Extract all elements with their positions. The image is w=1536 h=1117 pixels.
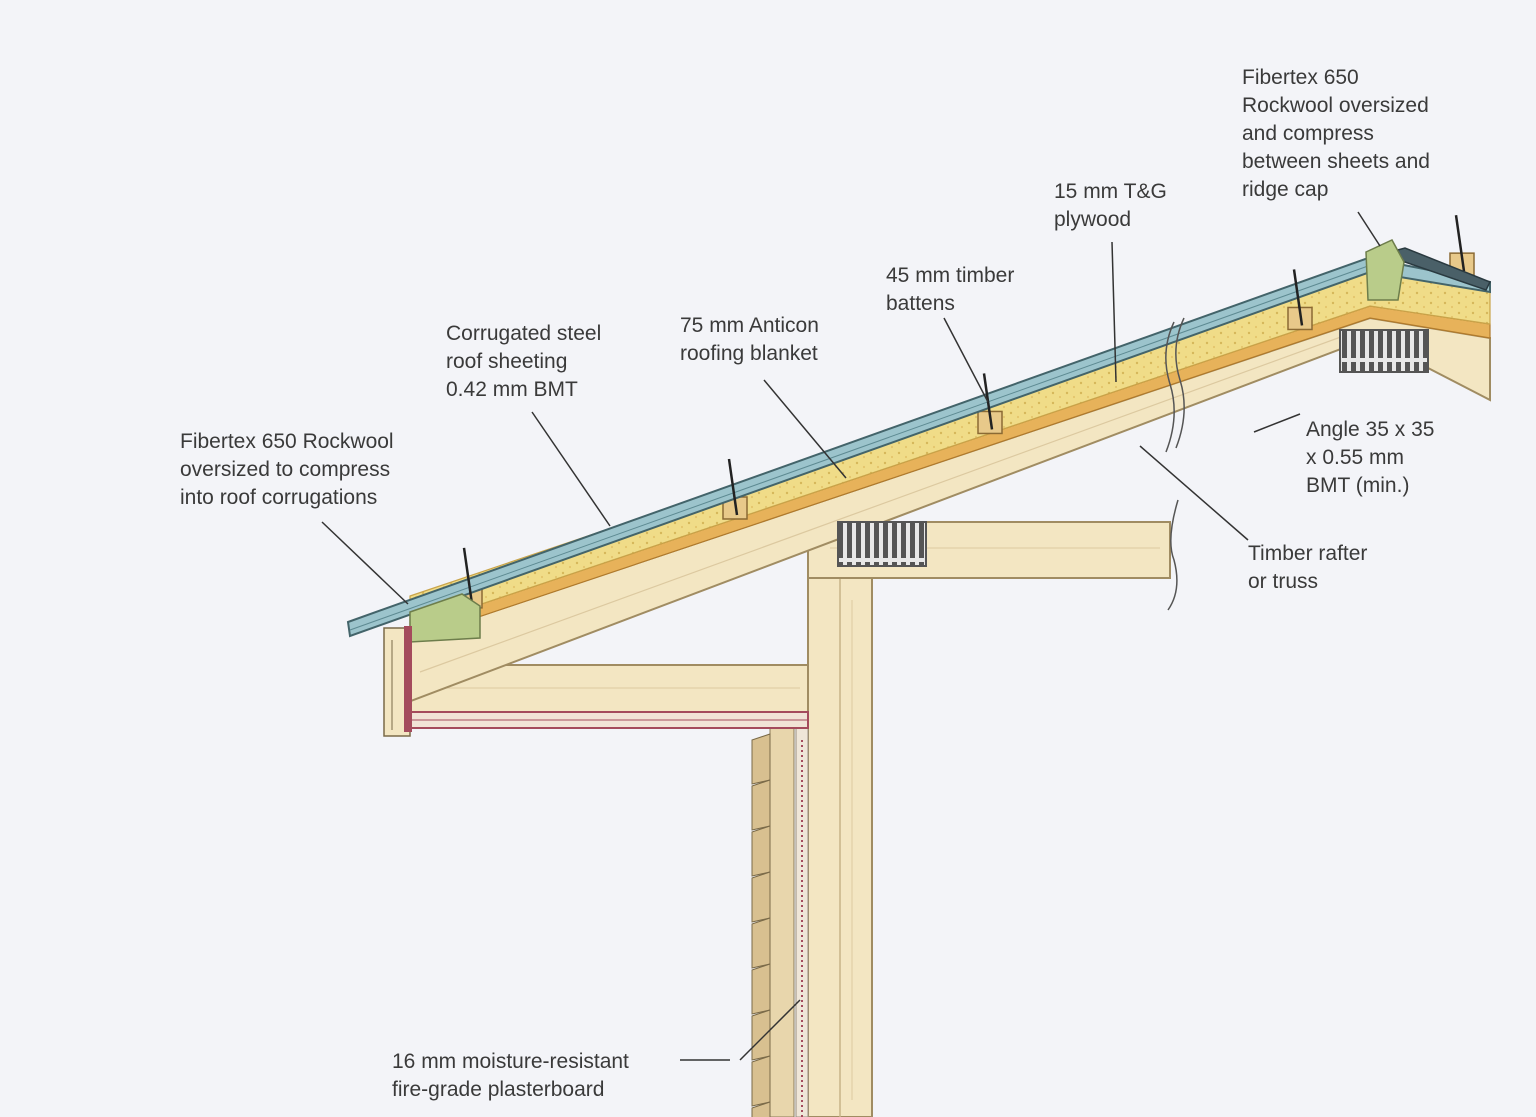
- roof-screw: [462, 547, 474, 605]
- weatherboard: [751, 871, 771, 923]
- label-line: BMT (min.): [1306, 474, 1410, 497]
- label-line: 16 mm moisture-resistant: [392, 1050, 629, 1073]
- label-line: Timber rafter: [1248, 542, 1368, 565]
- label-line: battens: [886, 292, 955, 315]
- label-line: and compress: [1242, 122, 1374, 145]
- label-line: Corrugated steel: [446, 322, 602, 345]
- label-ridge-rockwool: Fibertex 650 Rockwool oversized and comp…: [1242, 64, 1430, 204]
- label-line: Fibertex 650: [1242, 66, 1359, 89]
- label-line: 15 mm T&G: [1054, 180, 1167, 203]
- weatherboard-cladding: [751, 733, 771, 1117]
- weatherboard: [751, 779, 771, 831]
- soffit-lining: [407, 711, 809, 729]
- eave-vent: [837, 521, 927, 567]
- roof-screw: [1454, 214, 1466, 272]
- weatherboard: [751, 1055, 771, 1107]
- label-eave-rockwool: Fibertex 650 Rockwool oversized to compr…: [180, 428, 394, 512]
- label-line: into roof corrugations: [180, 486, 378, 509]
- label-roof-sheeting: Corrugated steel roof sheeting 0.42 mm B…: [446, 320, 601, 404]
- break-lines: [1165, 317, 1185, 611]
- leader-lines: [321, 211, 1381, 1061]
- label-plywood: 15 mm T&G plywood: [1054, 178, 1167, 234]
- label-line: between sheets and: [1242, 150, 1430, 173]
- label-line: or truss: [1248, 570, 1319, 593]
- label-line: fire-grade plasterboard: [392, 1078, 605, 1101]
- label-roofing-blanket: 75 mm Anticon roofing blanket: [680, 312, 819, 368]
- label-line: Rockwool oversized: [1242, 94, 1429, 117]
- weatherboard: [751, 1009, 771, 1061]
- label-line: ridge cap: [1242, 178, 1329, 201]
- label-line: roof sheeting: [446, 350, 568, 373]
- label-line: Fibertex 650 Rockwool: [180, 430, 394, 453]
- weatherboard: [751, 1101, 771, 1117]
- label-battens: 45 mm timber battens: [886, 262, 1014, 318]
- wall-lining: [751, 727, 809, 1117]
- roof-screw: [1292, 269, 1304, 326]
- roof-screw: [727, 458, 739, 516]
- label-line: 75 mm Anticon: [680, 314, 819, 337]
- label-rafter: Timber rafter or truss: [1248, 540, 1367, 596]
- wall-post: [807, 567, 873, 1117]
- label-line: 0.42 mm BMT: [446, 378, 578, 401]
- label-line: plywood: [1054, 208, 1132, 231]
- weatherboard: [751, 733, 771, 785]
- weatherboard: [751, 963, 771, 1015]
- fascia: [383, 626, 412, 737]
- weatherboard: [751, 825, 771, 877]
- label-line: 45 mm timber: [886, 264, 1015, 287]
- weatherboard: [751, 917, 771, 969]
- label-line: roofing blanket: [680, 342, 818, 365]
- ridge-cap: [1365, 239, 1492, 301]
- ridge-vent: [1339, 329, 1429, 373]
- label-line: oversized to compress: [180, 458, 391, 481]
- label-angle: Angle 35 x 35 x 0.55 mm BMT (min.): [1306, 416, 1434, 500]
- label-line: x 0.55 mm: [1306, 446, 1405, 469]
- label-line: Angle 35 x 35: [1306, 418, 1435, 441]
- label-plasterboard: 16 mm moisture-resistant fire-grade plas…: [392, 1048, 629, 1104]
